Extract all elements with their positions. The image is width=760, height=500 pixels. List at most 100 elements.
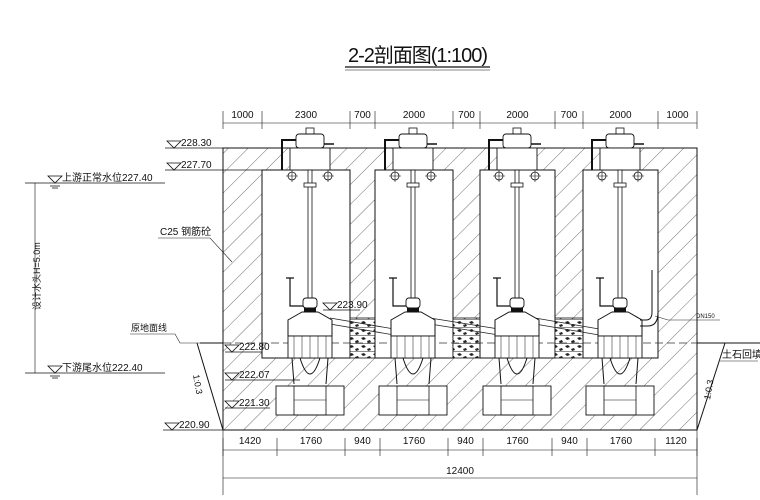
elevation-label: 下游尾水位222.40: [62, 361, 143, 374]
motor-cap: [408, 127, 418, 135]
bolt-crosshair: [425, 170, 437, 182]
bolt-crosshair: [389, 170, 401, 182]
motor-head: [398, 133, 428, 149]
elevation-label: 227.70: [181, 160, 212, 171]
pump-units: [275, 127, 659, 416]
handle-rod: [389, 277, 407, 307]
cable-conduit: [384, 139, 399, 170]
bolt-crosshair: [322, 170, 334, 182]
pump-unit: [378, 127, 448, 416]
elevation-triangle-icon: [224, 372, 240, 381]
pipe-leader: [654, 315, 720, 321]
cable-conduit: [591, 139, 606, 170]
dimension-label: 700: [354, 110, 371, 121]
bolt-crosshair: [632, 170, 644, 182]
motor-head: [502, 133, 532, 149]
concrete-leader: [158, 237, 233, 263]
foundation-pit: [396, 385, 430, 416]
pump-shaft: [514, 169, 520, 301]
dimension-label: 700: [561, 110, 578, 121]
dimension-label: 700: [458, 110, 475, 121]
pump-unit: [482, 127, 552, 416]
pump-inlet: [601, 357, 639, 385]
elevation-label: 220.90: [179, 420, 210, 431]
dimension-label: 2000: [403, 110, 426, 121]
pump-shaft: [307, 169, 313, 301]
drawing-title: 2-2剖面图(1:100): [348, 44, 488, 67]
elevation-label: 223.90: [337, 300, 368, 311]
elevation-label: 228.30: [181, 138, 212, 149]
pump-inlet: [498, 357, 536, 385]
elevation-triangle-icon: [166, 162, 182, 171]
pump-flange: [614, 308, 626, 312]
gravel-fill: [349, 317, 376, 359]
dimension-label: 1000: [666, 110, 689, 121]
handle-rod: [493, 277, 511, 307]
pump-flange: [304, 308, 316, 312]
dimension-label: 1760: [403, 436, 426, 447]
original-ground-line: [130, 333, 200, 344]
dimension-label: 1000: [231, 110, 254, 121]
water-level-icon: [50, 185, 60, 189]
original-ground-label: 原地面线: [131, 322, 167, 333]
bolt-crosshair: [529, 170, 541, 182]
motor-head: [295, 133, 325, 149]
backfill-label: 土石回填: [722, 348, 760, 361]
elevation-label: 222.07: [239, 370, 270, 381]
handle-rod: [596, 277, 614, 307]
motor-base: [392, 147, 434, 171]
pump-unit: [275, 127, 345, 416]
elevation-markers: 228.30 227.70 上游正常水位227.40 223.90 222.80 222.…: [25, 138, 368, 431]
cable-conduit: [488, 139, 503, 170]
pump-shaft: [410, 169, 416, 301]
gear-box: [302, 297, 318, 309]
elevation-label: 222.80: [239, 342, 270, 353]
dimension-label: 2300: [295, 110, 318, 121]
motor-base: [496, 147, 538, 171]
foundation-pit: [293, 385, 327, 416]
foundation-block: [275, 385, 345, 416]
motor-base: [599, 147, 641, 171]
gear-box: [405, 297, 421, 309]
shaft-coupling: [303, 182, 317, 188]
dimension-label: 940: [457, 436, 474, 447]
motor-cap: [615, 127, 625, 135]
slope-left-label: 1:0.3: [191, 374, 204, 395]
dimension-label: 1420: [239, 436, 262, 447]
elevation-triangle-icon: [224, 344, 240, 353]
dimension-label: 940: [354, 436, 371, 447]
handle-rod: [286, 277, 304, 307]
dimension-label: 2000: [609, 110, 632, 121]
dimension-label: 1760: [506, 436, 529, 447]
motor-cap: [512, 127, 522, 135]
concrete-label: C25 钢筋砼: [160, 225, 211, 238]
elevation-label: 上游正常水位227.40: [62, 171, 153, 184]
outlet-elbow-pipe: [640, 270, 659, 327]
pump-flange: [407, 308, 419, 312]
elevation-triangle-icon: [47, 365, 63, 374]
gravel-fill: [554, 317, 584, 359]
gear-box: [509, 297, 525, 309]
pipe-size-label: DN150: [696, 314, 715, 320]
pump-shaft: [617, 169, 623, 301]
motor-cap: [305, 127, 315, 135]
foundation-block: [378, 385, 448, 416]
motor-base: [289, 147, 331, 171]
cable-conduit: [281, 139, 296, 170]
foundation-pit: [603, 385, 637, 416]
elevation-triangle-icon: [224, 400, 240, 409]
dimension-label: 1760: [610, 436, 633, 447]
elevation-triangle-icon: [166, 140, 182, 149]
shaft-coupling: [406, 182, 420, 188]
motor-head: [605, 133, 635, 149]
design-head-label: 设计水头H=5.0m: [31, 242, 42, 310]
shaft-coupling: [510, 182, 524, 188]
slope-right-label: 1:0.3: [702, 379, 715, 400]
pump-inlet: [394, 357, 432, 385]
bolt-crosshair: [493, 170, 505, 182]
gear-box: [612, 297, 628, 309]
pump-unit: [585, 127, 655, 416]
elevation-triangle-icon: [164, 422, 180, 431]
dimension-label: 1760: [300, 436, 323, 447]
